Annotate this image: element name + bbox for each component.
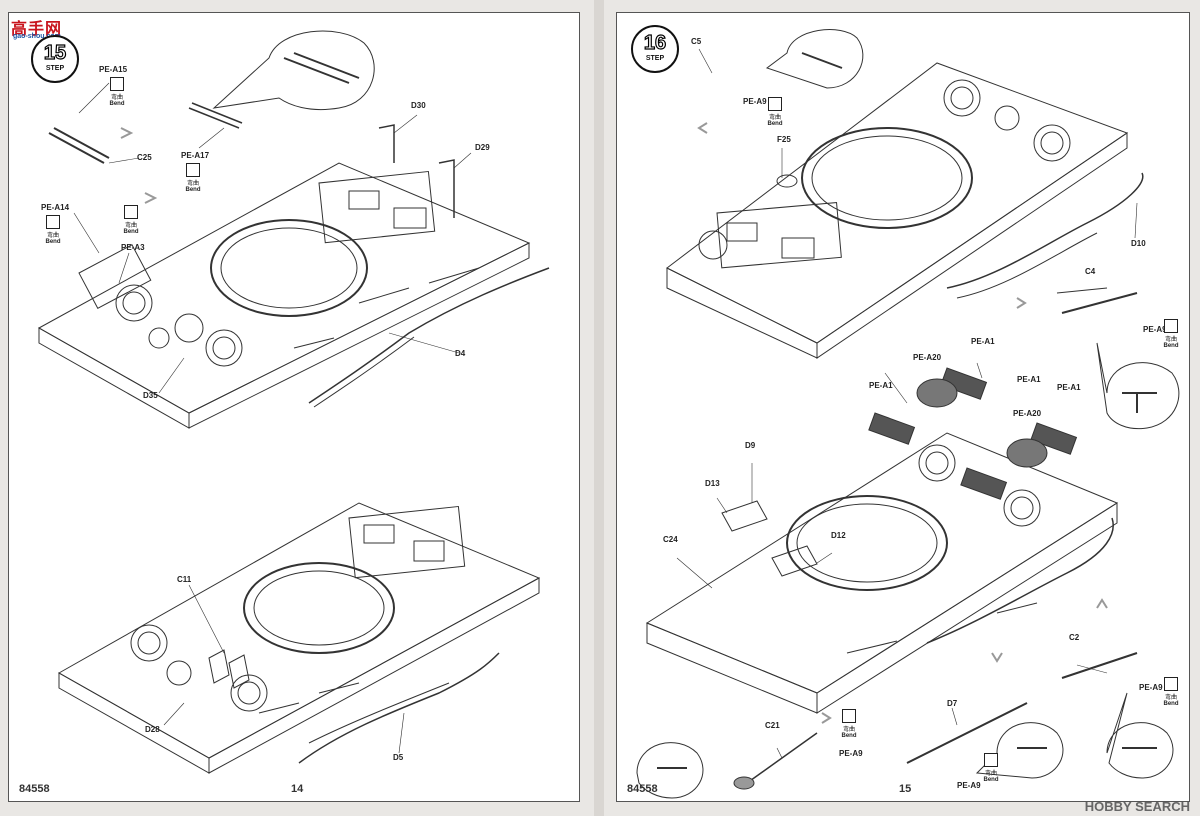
page-number: 15 <box>899 783 912 795</box>
part-label-pe-a1: PE-A1 <box>869 381 893 390</box>
part-label-c11: C11 <box>177 575 192 584</box>
part-label-d7: D7 <box>947 699 958 708</box>
bend-text-zh: 弯曲 <box>842 727 855 733</box>
part-label-d29: D29 <box>475 143 490 152</box>
bend-text-zh: 弯曲 <box>46 233 59 239</box>
bend-text-zh: 弯曲 <box>186 181 199 187</box>
part-label-pe-a9: PE-A9 <box>1139 683 1163 692</box>
part-label-d4: D4 <box>455 349 466 358</box>
step-badge: 15 STEP <box>31 35 79 83</box>
left-page: 高手网 gao-shou.com 15 STEP <box>8 12 580 802</box>
part-label-c21: C21 <box>765 721 780 730</box>
part-label-pe-a3: PE-A3 <box>121 243 145 252</box>
bend-icon <box>984 753 998 767</box>
part-label-pe-a1: PE-A1 <box>971 337 995 346</box>
part-label-pe-a20: PE-A20 <box>913 353 942 362</box>
catalog-number: 84558 <box>19 783 50 795</box>
bend-icon <box>186 163 200 177</box>
bend-text-zh: 弯曲 <box>1164 695 1177 701</box>
part-label-d5: D5 <box>393 753 404 762</box>
bend-icon <box>842 709 856 723</box>
bend-text-en: Bend <box>45 239 61 245</box>
turret-ring-bottom <box>243 562 395 654</box>
part-label-c25: C25 <box>137 153 152 162</box>
hull-deck-bottom <box>645 432 1119 694</box>
part-label-pe-a9: PE-A9 <box>1143 325 1167 334</box>
part-label-d30: D30 <box>411 101 426 110</box>
bend-text-zh: 弯曲 <box>1164 337 1177 343</box>
part-label-c2: C2 <box>1069 633 1080 642</box>
bend-note: 弯曲 Bend <box>1153 677 1189 707</box>
step-word: STEP <box>645 55 665 62</box>
step-word: STEP <box>45 65 65 72</box>
right-page: 16 STEP <box>616 12 1190 802</box>
bend-icon <box>1164 319 1178 333</box>
bend-text-en: Bend <box>767 121 783 127</box>
turret-ring-bottom <box>786 495 948 591</box>
hull-deck-bottom <box>57 502 541 759</box>
bend-text-en: Bend <box>1163 343 1179 349</box>
turret-ring-top <box>210 219 368 317</box>
bend-note: 弯曲 Bend <box>973 753 1009 783</box>
part-label-pe-a1: PE-A1 <box>1057 383 1081 392</box>
part-label-d35: D35 <box>143 391 158 400</box>
part-label-pe-a1: PE-A1 <box>1017 375 1041 384</box>
step-16-diagram <box>636 29 1180 799</box>
bend-text-en: Bend <box>983 777 999 783</box>
part-label-d9: D9 <box>745 441 756 450</box>
bend-note: 弯曲 Bend <box>1153 319 1189 349</box>
part-label-pe-a9: PE-A9 <box>743 97 767 106</box>
part-label-pe-a15: PE-A15 <box>99 65 128 74</box>
catalog-number: 84558 <box>627 783 658 795</box>
part-label-pe-a9: PE-A9 <box>839 749 863 758</box>
part-label-pe-a14: PE-A14 <box>41 203 70 212</box>
step-number: 15 <box>43 41 67 64</box>
site-logo-url: gao-shou.com <box>13 33 61 40</box>
part-label-d28: D28 <box>145 725 160 734</box>
bend-icon <box>46 215 60 229</box>
bend-text-en: Bend <box>841 733 857 739</box>
site-logo-text: 高手网 <box>11 19 63 38</box>
bend-note: 弯曲 Bend <box>113 205 149 235</box>
bend-text-en: Bend <box>109 101 125 107</box>
bend-note: 弯曲 Bend <box>175 163 211 193</box>
bend-text-en: Bend <box>1163 701 1179 707</box>
bend-text-zh: 弯曲 <box>110 95 123 101</box>
part-label-d13: D13 <box>705 479 720 488</box>
bend-text-en: Bend <box>185 187 201 193</box>
page-number: 14 <box>291 783 304 795</box>
part-label-f25: F25 <box>777 135 791 144</box>
bend-text-zh: 弯曲 <box>124 223 137 229</box>
turret-ring-top <box>801 127 973 229</box>
part-label-d12: D12 <box>831 531 846 540</box>
hull-deck-top <box>37 162 531 414</box>
step-badge: 16 STEP <box>631 25 679 73</box>
bend-icon <box>110 77 124 91</box>
site-logo: 高手网 gao-shou.com <box>11 15 81 45</box>
bend-note: 弯曲 Bend <box>35 215 71 245</box>
part-label-c24: C24 <box>663 535 678 544</box>
part-label-pe-a9: PE-A9 <box>957 781 981 790</box>
bend-text-zh: 弯曲 <box>984 771 997 777</box>
bend-note: 弯曲 Bend <box>99 77 135 107</box>
part-label-pe-a20: PE-A20 <box>1013 409 1042 418</box>
part-label-c5: C5 <box>691 37 702 46</box>
bend-icon <box>768 97 782 111</box>
part-label-c4: C4 <box>1085 267 1096 276</box>
bend-note: 弯曲 Bend <box>831 709 867 739</box>
bend-text-zh: 弯曲 <box>768 115 781 121</box>
part-label-d10: D10 <box>1131 239 1146 248</box>
step-number: 16 <box>643 31 667 54</box>
hull-deck-top <box>666 62 1129 344</box>
part-label-pe-a17: PE-A17 <box>181 151 210 160</box>
page-gutter <box>594 0 604 816</box>
bend-note: 弯曲 Bend <box>757 97 793 127</box>
bend-text-en: Bend <box>123 229 139 235</box>
bend-icon <box>124 205 138 219</box>
bend-icon <box>1164 677 1178 691</box>
watermark-text: HOBBY SEARCH <box>1084 799 1190 814</box>
step-15-diagram <box>37 30 550 774</box>
